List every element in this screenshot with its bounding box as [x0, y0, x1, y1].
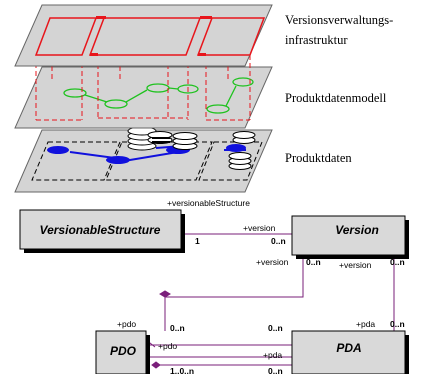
- class-pda: PDA: [291, 330, 409, 374]
- role-version-2: +version: [256, 257, 289, 267]
- role-pda-1: +pda: [356, 319, 375, 329]
- layer-plane-versionsverwaltung: [14, 4, 273, 67]
- class-version: Version: [291, 215, 409, 259]
- class-name-versionable-structure: VersionableStructure: [40, 223, 161, 237]
- mult-pdo-1: 0..n: [170, 323, 185, 333]
- role-pda-2: +pda: [263, 350, 282, 360]
- mult-pda-left: 0..n: [268, 323, 283, 333]
- product-data-model: [63, 77, 254, 114]
- mult-one: 1: [195, 236, 200, 246]
- version-frames: [34, 17, 266, 56]
- class-name-pda: PDA: [336, 341, 361, 355]
- product-data-stacks: [47, 126, 256, 170]
- uml-associations: [144, 233, 395, 369]
- mult-bottom-right: 0..n: [268, 366, 283, 374]
- layer-plane-produktdaten: [14, 129, 273, 193]
- role-version-1: +version: [243, 223, 276, 233]
- layer-illustration: Versionsverwaltungs- infrastruktur Produ…: [14, 4, 393, 193]
- role-pdo-1: +pdo: [117, 319, 136, 329]
- mult-bottom-left: 1..0..n: [170, 366, 194, 374]
- class-name-version: Version: [335, 223, 379, 237]
- mult-version-1: 0..n: [271, 236, 286, 246]
- mult-version-2: 0..n: [306, 257, 321, 267]
- mult-pda-right: 0..n: [390, 319, 405, 329]
- uml-diagram: VersionableStructure Version PDO PDA +ve…: [19, 198, 409, 374]
- role-versionable-structure: +versionableStructure: [167, 198, 250, 208]
- mult-version-3: 0..n: [390, 257, 405, 267]
- label-versionsverwaltung: Versionsverwaltungs-: [285, 13, 393, 27]
- class-name-pdo: PDO: [110, 344, 137, 358]
- label-produktdatenmodell: Produktdatenmodell: [285, 91, 387, 105]
- class-versionable-structure: VersionableStructure: [19, 209, 185, 253]
- label-produktdaten: Produktdaten: [285, 151, 352, 165]
- label-versionsverwaltung-line2: infrastruktur: [285, 33, 348, 47]
- layer-plane-produktdatenmodell: [14, 66, 273, 129]
- class-pdo: PDO: [95, 330, 150, 374]
- role-version-3: +version: [339, 260, 372, 270]
- role-pdo-2: +pdo: [158, 341, 177, 351]
